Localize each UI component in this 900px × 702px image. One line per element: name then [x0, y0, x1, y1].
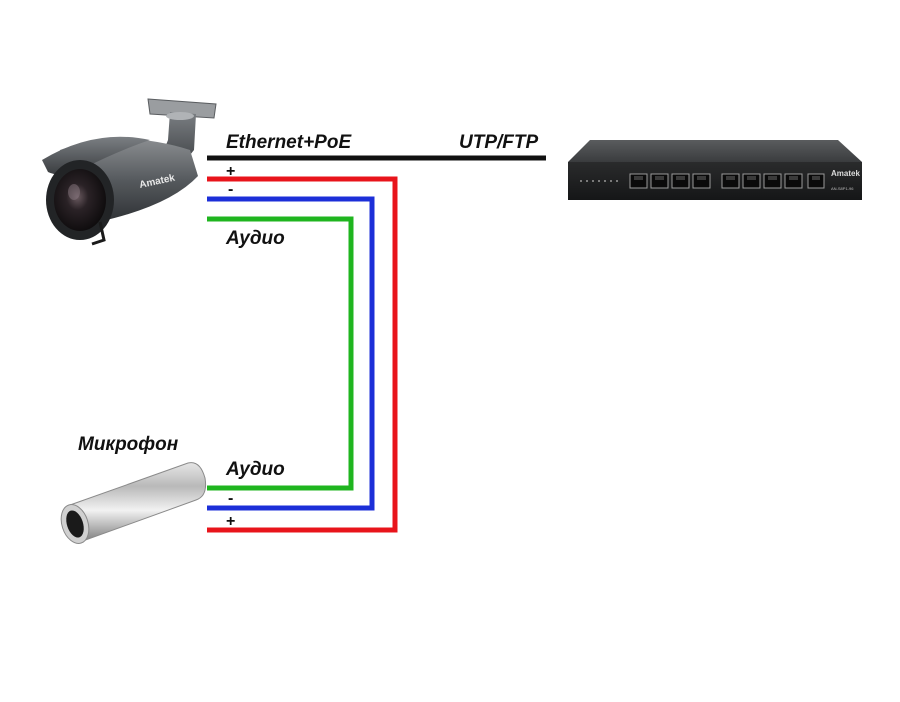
microphone [60, 462, 207, 544]
microphone-label: Микрофон [78, 434, 179, 455]
ethernet-poe-label: Ethernet+PoE [226, 132, 352, 153]
switch-model: AN-S8P1-96 [831, 186, 854, 191]
switch-brand: Amatek [831, 169, 860, 178]
minus-bottom-label: - [228, 490, 233, 507]
uplink-port [807, 173, 825, 189]
audio-wire [207, 216, 354, 491]
port-8 [784, 173, 803, 189]
plus-bottom-label: + [226, 513, 235, 530]
camera: Amatek [42, 98, 217, 246]
port-3 [671, 173, 690, 189]
audio-top-label: Аудио [225, 228, 285, 249]
port-7 [763, 173, 782, 189]
audio-bottom-label: Аудио [225, 459, 285, 480]
port-1 [629, 173, 648, 189]
utp-ftp-label: UTP/FTP [459, 132, 538, 153]
port-2 [650, 173, 669, 189]
port-5 [721, 173, 740, 189]
port-6 [742, 173, 761, 189]
minus-top-label: - [228, 181, 233, 198]
power-plus-wire [207, 176, 398, 533]
poe-switch: Amatek AN-S8P1-96 [568, 140, 862, 200]
port-4 [692, 173, 711, 189]
status-leds [580, 180, 618, 182]
power-minus-wire [207, 196, 375, 511]
wires [207, 155, 546, 533]
plus-top-label: + [226, 163, 235, 180]
rj45-ports [629, 173, 825, 189]
